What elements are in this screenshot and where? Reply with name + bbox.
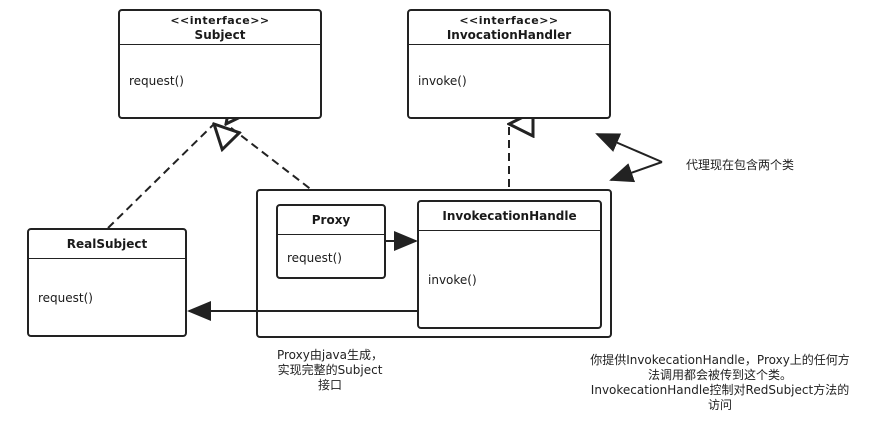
- note-proxy-generated: Proxy由java生成， 实现完整的Subject 接口: [270, 348, 390, 393]
- realsubject-box: RealSubject request(): [27, 228, 187, 337]
- invokecationhandle-name: InvokecationHandle: [442, 208, 577, 223]
- note-handler-line-3: InvokecationHandle控制对RedSubject方法的: [590, 383, 850, 397]
- realsubject-realizes-subject: [107, 124, 214, 229]
- invocationhandler-name: InvocationHandler: [446, 27, 572, 42]
- subject-interface-box: <<interface>> Subject request(): [118, 9, 322, 119]
- realsubject-method: request(): [38, 291, 93, 305]
- note-handler-description: 你提供InvokecationHandle，Proxy上的任何方 法调用都会被传…: [577, 353, 863, 413]
- note-handler-line-1: 你提供InvokecationHandle，Proxy上的任何方: [590, 353, 850, 367]
- note-proxy-line-2: 实现完整的Subject: [277, 363, 383, 377]
- note-handler-line-2: 法调用都会被传到这个类。: [647, 368, 792, 382]
- note-handler-line-4: 访问: [707, 398, 732, 412]
- proxy-name: Proxy: [311, 212, 351, 227]
- invocationhandler-method: invoke(): [418, 74, 467, 88]
- invocationhandler-stereotype: <<interface>>: [459, 13, 559, 27]
- invokecationhandle-method: invoke(): [428, 273, 477, 287]
- subject-stereotype: <<interface>>: [170, 13, 270, 27]
- note-proxy-line-1: Proxy由java生成，: [276, 348, 383, 362]
- note-proxy-line-3: 接口: [317, 378, 342, 392]
- proxy-box: Proxy request(): [276, 204, 386, 279]
- proxy-method: request(): [287, 251, 342, 265]
- subject-method: request(): [129, 74, 184, 88]
- note-contains-two-text: 代理现在包含两个类: [686, 158, 795, 172]
- invocationhandler-interface-box: <<interface>> InvocationHandler invoke(): [407, 9, 611, 119]
- invokecationhandle-box: InvokecationHandle invoke(): [417, 200, 602, 329]
- subject-name: Subject: [194, 27, 246, 42]
- realsubject-name: RealSubject: [66, 236, 148, 251]
- note-contains-two-classes: 代理现在包含两个类: [686, 158, 794, 173]
- proxy-realizes-subject: [226, 124, 331, 205]
